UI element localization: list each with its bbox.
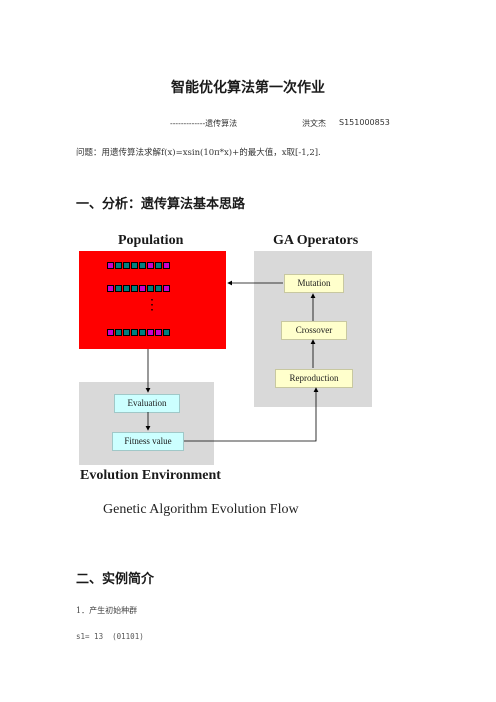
gene-cell [147, 285, 154, 292]
gene-cell [147, 262, 154, 269]
arrow-fitness-to-reproduction [184, 387, 319, 442]
subtitle-dashes: -------------遗传算法 [170, 119, 238, 128]
gene-cell [155, 285, 162, 292]
ellipsis: ⋮ [145, 297, 159, 313]
population-title: Population [118, 233, 184, 248]
section-heading-analysis: 一、分析：遗传算法基本思路 [76, 197, 246, 212]
gene-cell [123, 285, 130, 292]
gene-cell [123, 329, 130, 336]
author-name: 洪文杰 [302, 119, 326, 128]
gene-cell [131, 262, 138, 269]
gene-cell [123, 262, 130, 269]
evolution-environment-title: Evolution Environment [80, 468, 221, 483]
gene-cell [131, 285, 138, 292]
gene-cell [107, 285, 114, 292]
ga-operators-title: GA Operators [273, 233, 359, 248]
mutation-box: Mutation [284, 274, 344, 293]
ga-flow-diagram: Population ⋮ GA Operators Mutation Cross… [76, 226, 396, 526]
gene-cell [147, 329, 154, 336]
flow-arrows [145, 280, 319, 442]
gene-cell [131, 329, 138, 336]
gene-cell [163, 329, 170, 336]
step-generate-population: 1．产生初始种群 [76, 606, 138, 615]
fitness-value-box: Fitness value [112, 432, 184, 451]
gene-cell [163, 262, 170, 269]
section-heading-example: 二、实例简介 [76, 572, 155, 587]
problem-statement: 问题：用遗传算法求解f(x)=xsin(10π*x)+的最大值，x取[-1,2]… [76, 148, 321, 158]
gene-cell [107, 262, 114, 269]
gene-cell [115, 285, 122, 292]
population-panel: ⋮ [79, 251, 226, 349]
gene-cell [107, 329, 114, 336]
evolution-environment-panel: Evaluation Fitness value [79, 382, 214, 465]
document-title: 智能优化算法第一次作业 [171, 80, 325, 96]
gene-cell [155, 262, 162, 269]
gene-cell [139, 262, 146, 269]
gene-cell [139, 329, 146, 336]
gene-cell [115, 329, 122, 336]
evaluation-box: Evaluation [114, 394, 180, 413]
gene-cell [155, 329, 162, 336]
gene-cell [115, 262, 122, 269]
gene-cell [139, 285, 146, 292]
gene-cell [163, 285, 170, 292]
sample-individual: s1= 13 (01101) [76, 632, 144, 641]
diagram-caption: Genetic Algorithm Evolution Flow [103, 502, 299, 517]
student-id: S151000853 [339, 118, 390, 127]
